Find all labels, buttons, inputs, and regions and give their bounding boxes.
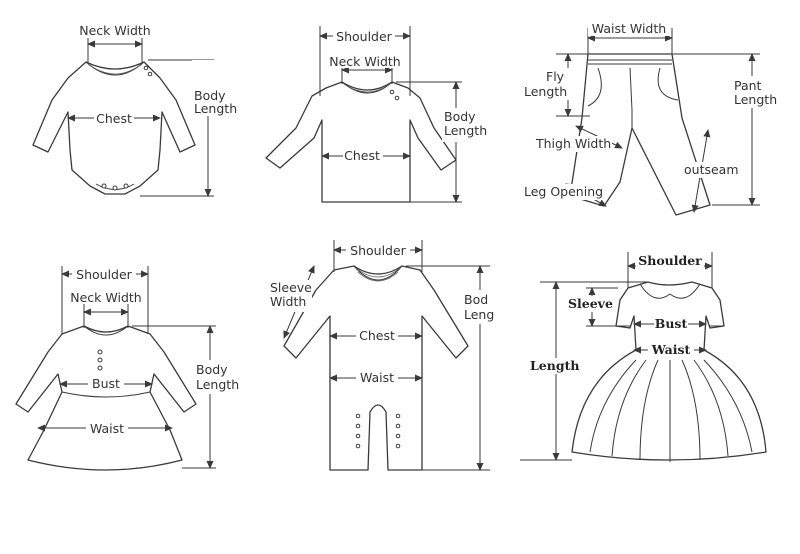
tee-panel: Shoulder Neck Width Chest Body Length — [266, 26, 490, 203]
pants-outseam-label: outseam — [684, 162, 739, 177]
romper-shoulder-label: Shoulder — [350, 243, 407, 258]
tee-shoulder-label: Shoulder — [336, 29, 393, 44]
tee-neck-width-label: Neck Width — [329, 54, 400, 69]
romper-waist-label: Waist — [360, 370, 394, 385]
dress-top-bust-label: Bust — [92, 376, 120, 391]
tee-length-label: Length — [444, 123, 487, 138]
bodysuit-length-label: Length — [194, 101, 237, 116]
romper-chest-label: Chest — [359, 328, 395, 343]
bodysuit-chest-label: Chest — [96, 111, 132, 126]
bodysuit-garment — [33, 62, 195, 194]
romper-length-label: Leng — [464, 307, 494, 322]
dress-bust-label: Bust — [655, 316, 688, 331]
dress-waist-label: Waist — [651, 342, 691, 357]
pants-fly-length-label: Length — [524, 84, 567, 99]
pants-panel: Waist Width Fly Length Pant Length Thigh… — [522, 20, 782, 215]
romper-width-label: Width — [270, 294, 306, 309]
pants-thigh-width-label: Thigh Width — [535, 136, 611, 151]
bodysuit-panel: Neck Width Chest Body Length — [33, 22, 240, 197]
romper-garment — [284, 266, 468, 470]
dress-top-shoulder-label: Shoulder — [76, 267, 133, 282]
dress-top-length-label: Length — [196, 377, 239, 392]
tee-garment — [266, 82, 456, 202]
pants-pant-label: Pant — [734, 78, 762, 93]
dress-top-body-label: Body — [196, 362, 228, 377]
tee-chest-label: Chest — [344, 148, 380, 163]
dress-panel: Shoulder Sleeve Bust Waist Length — [520, 252, 766, 462]
dress-shoulder-label: Shoulder — [638, 253, 702, 268]
dress-top-neck-width-label: Neck Width — [70, 290, 141, 305]
dress-top-panel: Shoulder Neck Width Bust Waist Body Leng… — [16, 266, 242, 470]
pants-garment — [570, 54, 710, 215]
romper-sleeve-label: Sleeve — [270, 280, 312, 295]
romper-panel: Shoulder Sleeve Width Chest Waist Bod Le… — [268, 240, 494, 471]
bodysuit-body-label: Body — [194, 88, 226, 103]
pants-pant-length-label: Length — [734, 92, 777, 107]
dress-top-garment — [16, 326, 196, 470]
pants-waist-width-label: Waist Width — [592, 21, 666, 36]
dress-top-waist-label: Waist — [90, 421, 124, 436]
tee-body-label: Body — [444, 109, 476, 124]
pants-leg-opening-label: Leg Opening — [524, 184, 603, 199]
dress-sleeve-label: Sleeve — [568, 296, 613, 311]
dress-length-label: Length — [530, 358, 579, 373]
pants-fly-label: Fly — [546, 69, 565, 84]
bodysuit-neck-width-label: Neck Width — [79, 23, 150, 38]
romper-body-label: Bod — [464, 292, 488, 307]
